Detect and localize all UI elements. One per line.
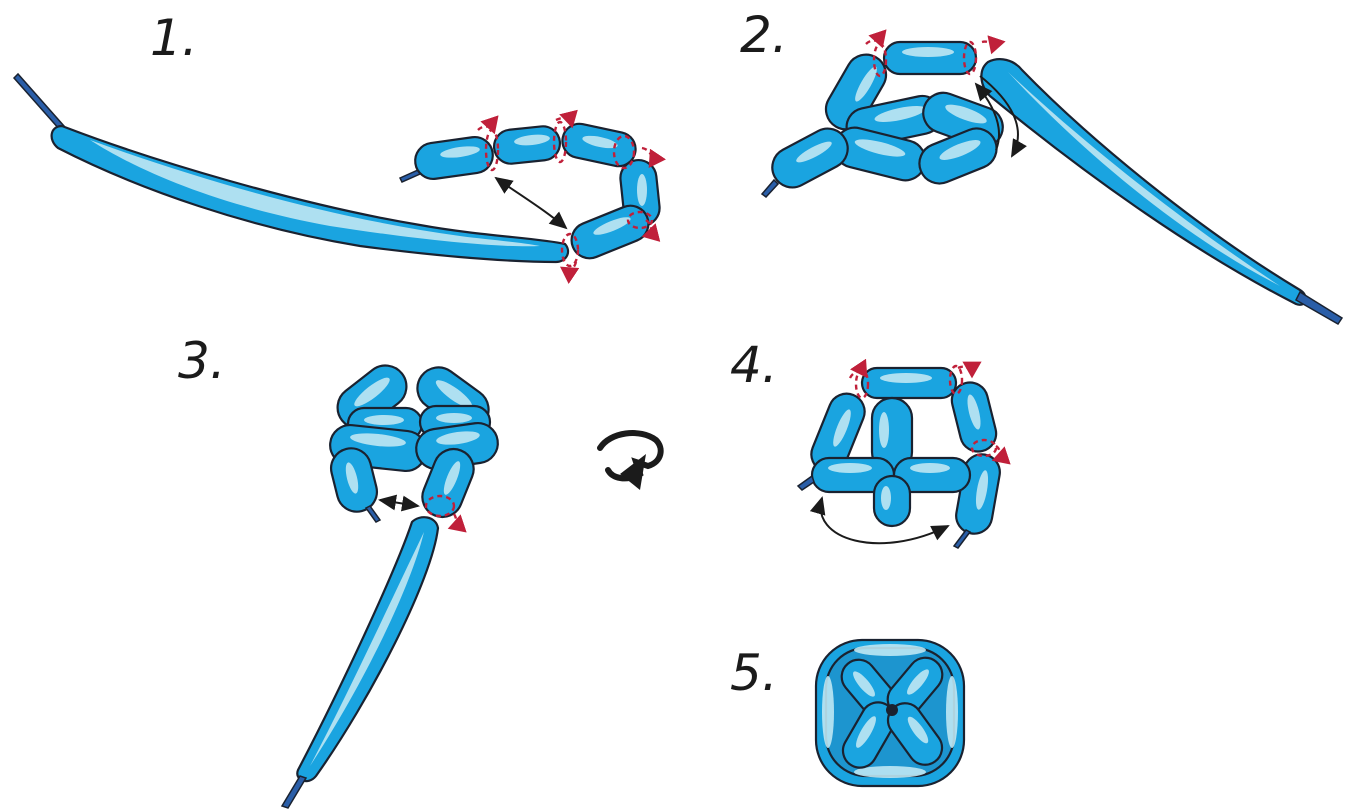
- step-number-2: 2.: [740, 6, 788, 64]
- step-number-4: 4.: [730, 336, 778, 394]
- step-number-1: 1.: [150, 9, 198, 67]
- connect-arrow: [496, 178, 566, 228]
- step-2-illustration: [762, 40, 1342, 324]
- balloon-long-segment: [297, 517, 438, 781]
- step-3-illustration: [282, 357, 500, 808]
- balloon-knot: [14, 74, 64, 130]
- step-1-illustration: [14, 74, 661, 270]
- rotate-arrow-icon: [600, 433, 661, 490]
- step-number-3: 3.: [178, 332, 226, 390]
- step-4-illustration: [798, 366, 1003, 548]
- balloon-long-segment: [981, 59, 1305, 305]
- step-number-5: 5.: [730, 644, 778, 702]
- step-5-illustration: [816, 640, 964, 786]
